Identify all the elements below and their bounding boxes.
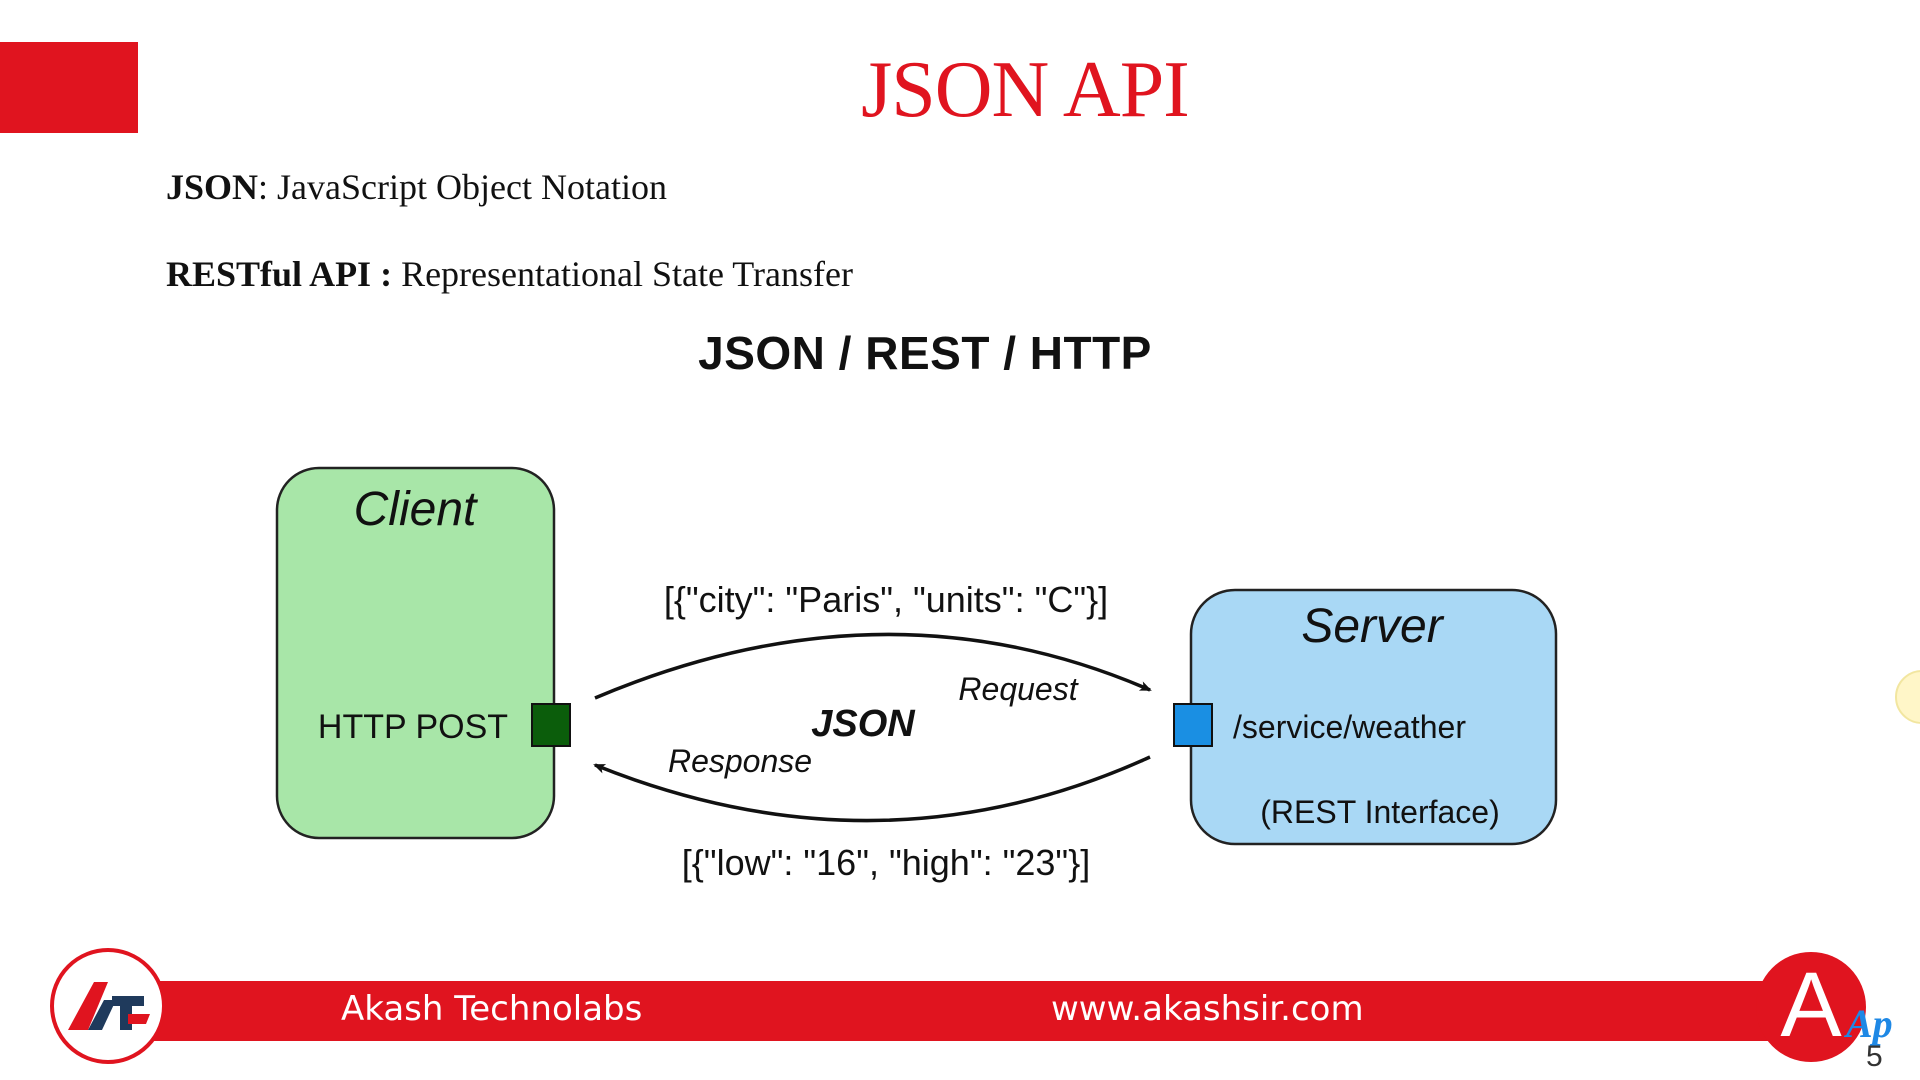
definition-json: JSON: JavaScript Object Notation [166, 166, 667, 208]
footer-brand: Akash Technolabs [341, 989, 643, 1029]
stack-title: JSON / REST / HTTP [698, 327, 1152, 379]
footer-url[interactable]: www.akashsir.com [1051, 989, 1364, 1029]
definition-term: JSON [166, 167, 259, 207]
json-center-label: JSON [811, 703, 916, 745]
client-box [275, 466, 556, 840]
definition-term: RESTful API : [166, 254, 393, 294]
response-label: Response [668, 743, 812, 779]
request-payload: [{"city": "Paris", "units": "C"}] [664, 579, 1108, 620]
akash-letter-a-logo-icon [1756, 952, 1866, 1062]
logo-right-letter: A [1780, 954, 1842, 1056]
request-label: Request [958, 671, 1078, 707]
server-endpoint: /service/weather [1233, 709, 1466, 745]
ap-badge: Ap [1846, 1001, 1893, 1046]
server-title: Server [1301, 600, 1444, 653]
footer-bar [130, 981, 1770, 1041]
client-method: HTTP POST [318, 708, 508, 746]
red-accent-tab [0, 42, 138, 133]
server-port [1173, 703, 1213, 747]
client-title: Client [354, 483, 478, 536]
logo-glyph [68, 982, 150, 1030]
akash-technolabs-logo-icon [50, 948, 166, 1064]
server-subtitle: (REST Interface) [1260, 794, 1499, 830]
response-payload: [{"low": "16", "high": "23"}] [682, 842, 1090, 883]
page-number: 5 [1866, 1040, 1883, 1073]
client-port [531, 703, 571, 747]
slide-title: JSON API [861, 46, 1190, 134]
response-arrow [593, 755, 1151, 823]
definition-separator: : [258, 167, 278, 207]
definition-restful-api: RESTful API : Representational State Tra… [166, 253, 853, 295]
definition-text: JavaScript Object Notation [277, 167, 667, 207]
definition-text: Representational State Transfer [401, 254, 853, 294]
request-arrow [594, 632, 1152, 700]
